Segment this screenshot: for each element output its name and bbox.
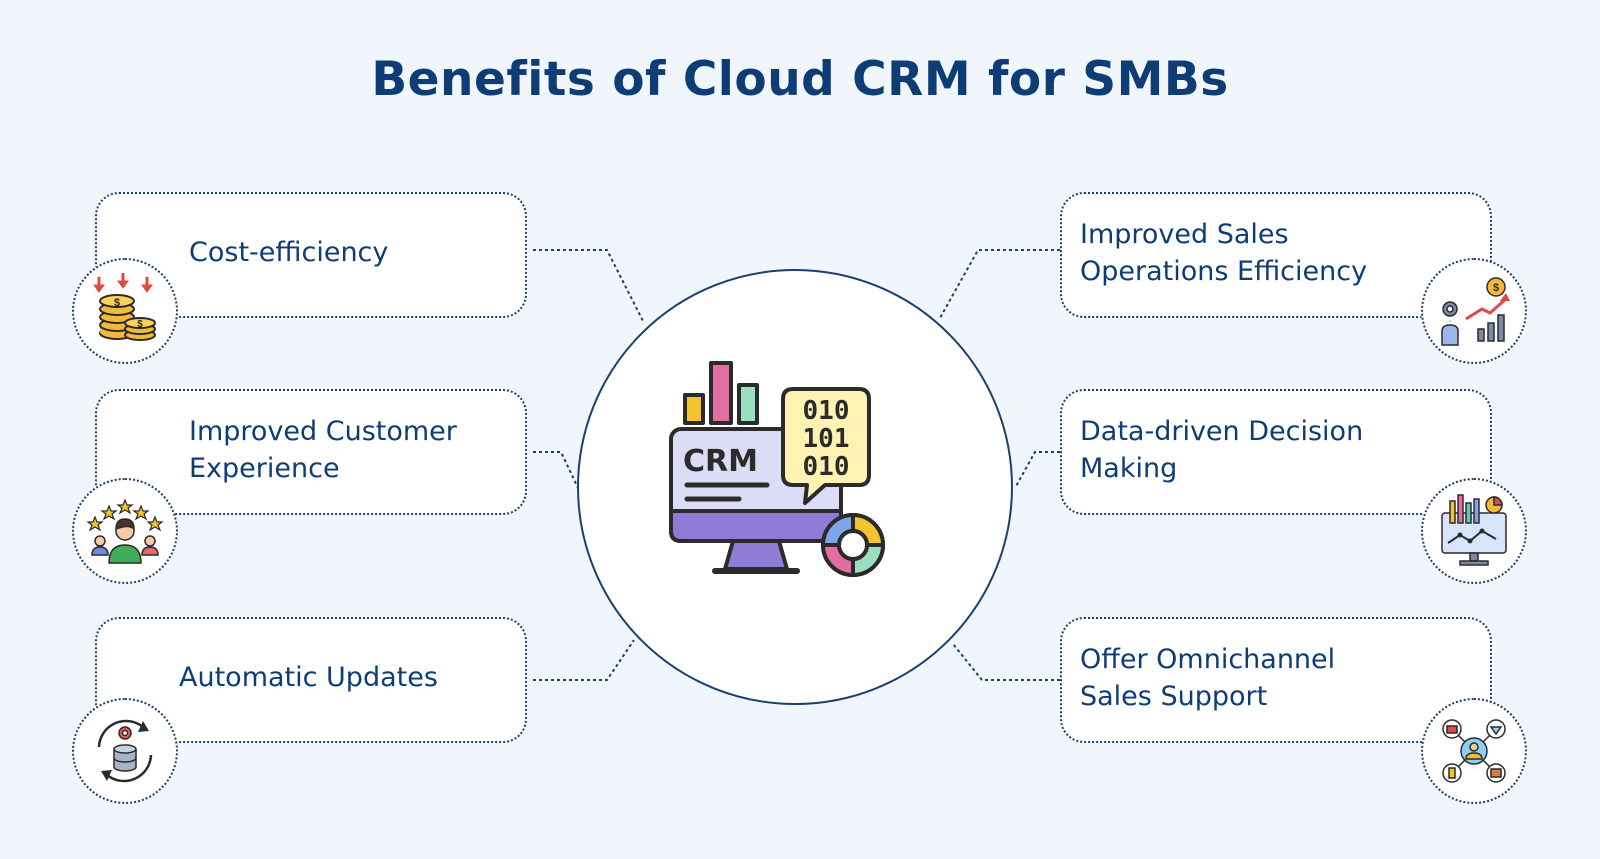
center-crm-circle: CRM 010 101 010: [577, 269, 1013, 705]
customer-rating-icon: [72, 478, 178, 584]
analytics-dashboard-icon: [1421, 478, 1527, 584]
crm-screen-text: CRM: [683, 444, 758, 479]
svg-text:$: $: [114, 297, 120, 309]
crm-monitor-icon: CRM 010 101 010: [669, 361, 885, 577]
benefit-card-omnichannel: Offer Omnichannel Sales Support: [1060, 617, 1492, 743]
benefit-label: Data-driven Decision Making: [1080, 416, 1364, 484]
omnichannel-network-icon: [1421, 698, 1527, 804]
coins-icon: $ $: [72, 258, 178, 364]
binary-line: 010: [803, 452, 850, 482]
binary-line: 010: [803, 396, 850, 426]
benefit-card-sales-operations: Improved Sales Operations Efficiency: [1060, 192, 1492, 318]
benefit-card-customer-experience: Improved Customer Experience: [95, 389, 527, 515]
svg-text:$: $: [137, 319, 143, 330]
benefit-label: Automatic Updates: [179, 662, 438, 693]
benefit-label: Improved Customer Experience: [189, 416, 457, 484]
update-cycle-icon: [72, 698, 178, 804]
svg-text:$: $: [1493, 282, 1499, 294]
benefit-card-data-driven: Data-driven Decision Making: [1060, 389, 1492, 515]
sales-growth-icon: $: [1421, 258, 1527, 364]
benefit-card-cost-efficiency: Cost-efficiency: [95, 192, 527, 318]
binary-line: 101: [803, 424, 850, 454]
benefit-label: Improved Sales Operations Efficiency: [1080, 219, 1368, 287]
benefit-label: Cost-efficiency: [189, 237, 389, 268]
page-title: Benefits of Cloud CRM for SMBs: [371, 52, 1229, 107]
benefit-label: Offer Omnichannel Sales Support: [1080, 644, 1336, 712]
